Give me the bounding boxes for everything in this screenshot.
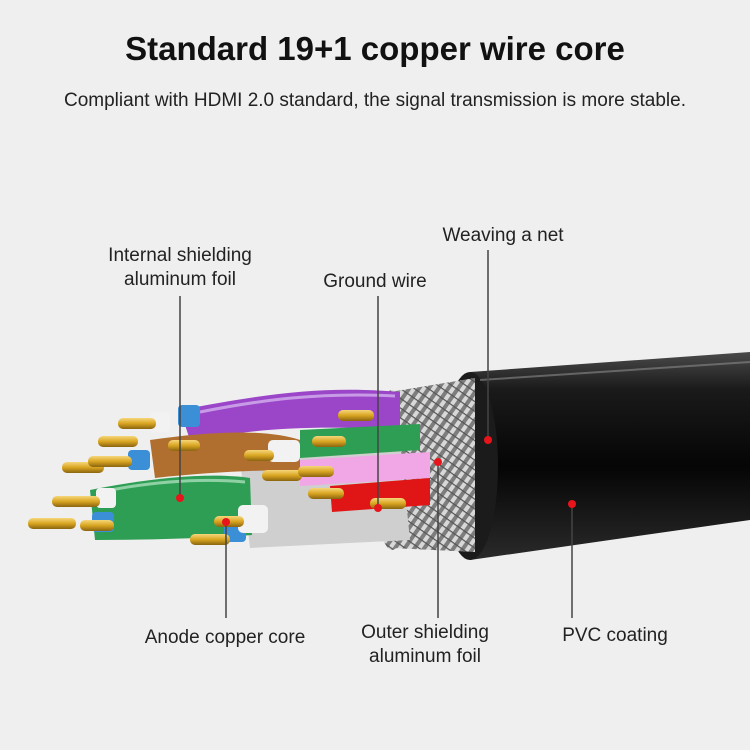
page-subtitle: Compliant with HDMI 2.0 standard, the si… (64, 90, 686, 111)
callout-outer-shielding-line1: Outer shielding (361, 622, 489, 643)
callout-outer-shielding-line2: aluminum foil (369, 646, 481, 667)
marker-dot-pvc (568, 500, 576, 508)
callout-internal-shielding-line2: aluminum foil (124, 269, 236, 290)
leader-lines (179, 250, 573, 618)
purple-pair (180, 389, 400, 440)
callout-internal-shielding-line1: Internal shielding (108, 245, 252, 266)
callout-anode-copper-core: Anode copper core (144, 627, 306, 648)
marker-dots (176, 436, 576, 526)
marker-dot-outer-foil (434, 458, 442, 466)
marker-dot-anode-copper (222, 518, 230, 526)
marker-dot-internal-foil (176, 494, 184, 502)
page-title: Standard 19+1 copper wire core (125, 30, 625, 67)
white-insulators (96, 412, 300, 533)
copper-pins (28, 410, 406, 545)
callout-ground-wire: Ground wire (323, 271, 427, 292)
marker-dot-ground-wire (374, 504, 382, 512)
pink-wire (300, 452, 430, 486)
callout-internal-shielding: Internal shielding aluminum foil (95, 244, 265, 292)
callout-weaving-net: Weaving a net (442, 225, 564, 246)
callout-outer-shielding: Outer shielding aluminum foil (350, 621, 500, 669)
marker-dot-weaving-net (484, 436, 492, 444)
green-wire (300, 424, 420, 458)
callout-pvc-coating: PVC coating (562, 625, 668, 646)
green-pair-left (90, 475, 252, 540)
